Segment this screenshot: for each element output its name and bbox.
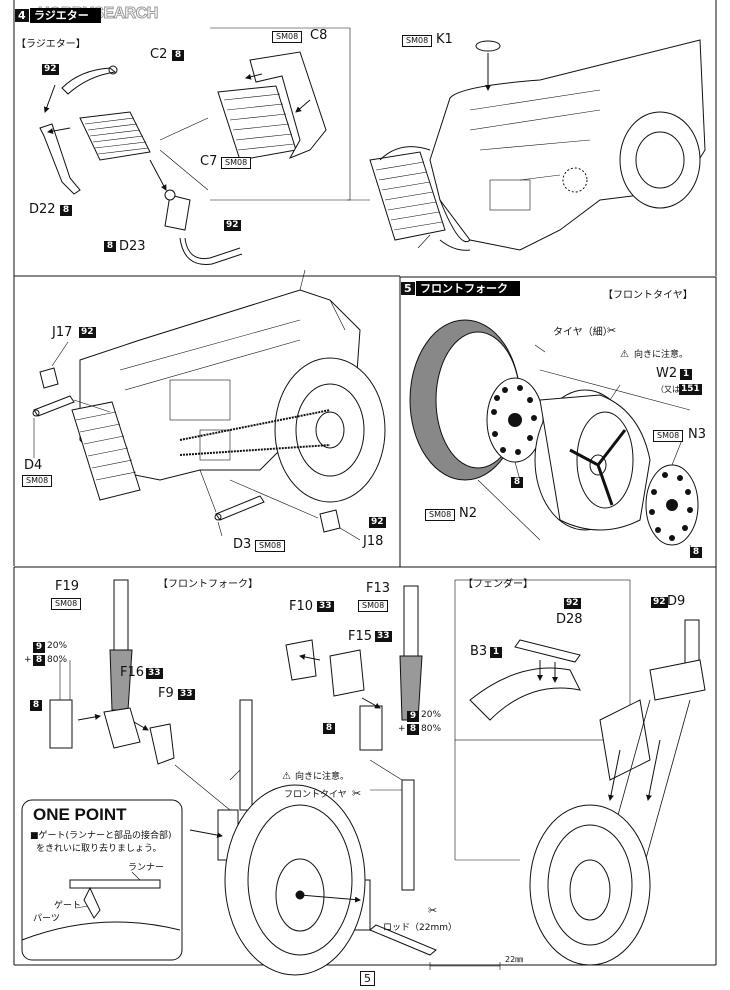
front-tire-tool-icon: ✂ xyxy=(352,787,362,800)
n2-sm-tag: SM08 xyxy=(425,509,456,521)
front-tire-drawing xyxy=(409,319,699,553)
w2-alt-color-badge: 151 xyxy=(679,384,702,395)
mix1-plus: + xyxy=(24,655,32,665)
part-label-d22: D22 xyxy=(29,202,56,217)
one-point-line2: をきれいに取り去りましょう。 xyxy=(36,844,162,854)
runner-label: ランナー xyxy=(128,863,165,873)
mix1-percent-a: 20% xyxy=(47,641,68,651)
part-label-d4: D4 xyxy=(24,458,43,473)
fork-caution-text: 向きに注意。 xyxy=(295,772,350,782)
part-label-j18: J18 xyxy=(363,534,384,549)
fork-right-color-badge: 8 xyxy=(323,723,335,734)
page-number: 5 xyxy=(360,971,375,986)
part-label-f9: F9 xyxy=(158,686,174,701)
part-label-f15: F15 xyxy=(348,629,373,644)
hose-color-badge-bottom: 92 xyxy=(224,220,241,231)
part-label-d3: D3 xyxy=(233,537,252,552)
w2-alt-close: ） xyxy=(697,385,705,394)
one-point-drawing xyxy=(21,799,183,961)
w2-color-badge: 1 xyxy=(680,369,692,380)
tire-tool-icon: ✂ xyxy=(607,324,617,337)
w2-alt-prefix: （又は xyxy=(656,385,680,394)
part-label-c8: C8 xyxy=(310,28,328,43)
one-point-title: ONE POINT xyxy=(33,805,127,824)
mix2-color-badge-b: 8 xyxy=(407,724,419,735)
f19-sm-tag: SM08 xyxy=(51,598,82,610)
part-label-b3: B3 xyxy=(470,644,488,659)
d3-sm-tag: SM08 xyxy=(255,540,286,552)
front-tire-label: フロントタイヤ xyxy=(284,790,347,800)
fork-caution-icon: ⚠ xyxy=(282,771,291,782)
step4-number: 4 xyxy=(15,9,29,22)
caution-icon: ⚠ xyxy=(620,349,629,360)
rod-tool-icon: ✂ xyxy=(428,904,438,917)
part-label-n2: N2 xyxy=(459,506,477,521)
d22-color-badge: 8 xyxy=(60,205,72,216)
f16-color-badge: 33 xyxy=(146,668,163,679)
disc-color-badge-left: 8 xyxy=(511,477,523,488)
d4-sm-tag: SM08 xyxy=(22,475,53,487)
frame-step-drawing xyxy=(32,269,386,541)
step5-number: 5 xyxy=(401,282,415,295)
gate-label: ゲート xyxy=(54,901,82,911)
step5-title: フロントフォーク xyxy=(416,281,520,296)
rod-label: ロッド（22mm） xyxy=(383,923,457,933)
scale-label: 22㎜ xyxy=(505,955,524,964)
part-label-d9: D9 xyxy=(667,594,686,609)
caution-text: 向きに注意。 xyxy=(634,350,689,360)
n3-sm-tag: SM08 xyxy=(653,430,684,442)
f15-color-badge: 33 xyxy=(375,631,392,642)
part-label-f16: F16 xyxy=(120,665,145,680)
d23-color-badge: 8 xyxy=(104,241,116,252)
c8-sm-tag: SM08 xyxy=(272,31,303,43)
mix2-color-badge-a: 9 xyxy=(407,711,419,722)
part-label-c7: C7 xyxy=(200,154,218,169)
c7-sm-tag: SM08 xyxy=(221,157,252,169)
tire-narrow-label: タイヤ（細） xyxy=(553,327,613,338)
fender-bracket-label: 【フェンダー】 xyxy=(463,579,533,590)
disc-color-badge-right: 8 xyxy=(690,547,702,558)
part-label-f19: F19 xyxy=(55,579,80,594)
part-label-d28: D28 xyxy=(556,612,583,627)
panel-borders xyxy=(13,0,717,966)
part-label-c2: C2 xyxy=(150,47,168,62)
part-label-j17: J17 xyxy=(52,325,73,340)
mix2-percent-b: 80% xyxy=(421,724,442,734)
hose-color-badge-top: 92 xyxy=(42,64,59,75)
one-point-line1: ■ゲート(ランナーと部品の接合部) xyxy=(30,831,172,841)
c2-color-badge: 8 xyxy=(172,50,184,61)
mix1-percent-b: 80% xyxy=(47,655,68,665)
fender-drawing xyxy=(454,579,706,966)
parts-label: パーツ xyxy=(33,914,60,924)
k1-sm-tag: SM08 xyxy=(402,35,433,47)
front-fork-bracket-label: 【フロントフォーク】 xyxy=(158,579,258,590)
b3-color-badge: 1 xyxy=(490,647,502,658)
f13-sm-tag: SM08 xyxy=(358,600,389,612)
d28-color-badge: 92 xyxy=(564,598,581,609)
part-label-f13: F13 xyxy=(366,581,391,596)
part-label-n3: N3 xyxy=(688,427,706,442)
mix2-percent-a: 20% xyxy=(421,710,442,720)
fork-left-color-badge: 8 xyxy=(30,700,42,711)
radiator-step-drawing xyxy=(39,27,706,265)
part-label-f10: F10 xyxy=(289,599,314,614)
part-label-w2: W2 xyxy=(656,366,678,381)
f9-color-badge: 33 xyxy=(178,689,195,700)
j18-color-badge: 92 xyxy=(369,517,386,528)
mix2-plus: + xyxy=(398,724,406,734)
front-tire-bracket-label: 【フロントタイヤ】 xyxy=(603,290,693,301)
step4-title: ラジエター xyxy=(30,8,101,23)
front-fork-drawing xyxy=(49,579,501,976)
f10-color-badge: 33 xyxy=(317,601,334,612)
j17-color-badge: 92 xyxy=(79,327,96,338)
part-label-k1: K1 xyxy=(436,32,453,47)
part-label-d23: D23 xyxy=(119,239,146,254)
d9-color-badge: 92 xyxy=(651,597,668,608)
mix1-color-badge-a: 9 xyxy=(33,642,45,653)
radiator-bracket-label: 【ラジエター】 xyxy=(16,39,86,50)
mix1-color-badge-b: 8 xyxy=(33,655,45,666)
